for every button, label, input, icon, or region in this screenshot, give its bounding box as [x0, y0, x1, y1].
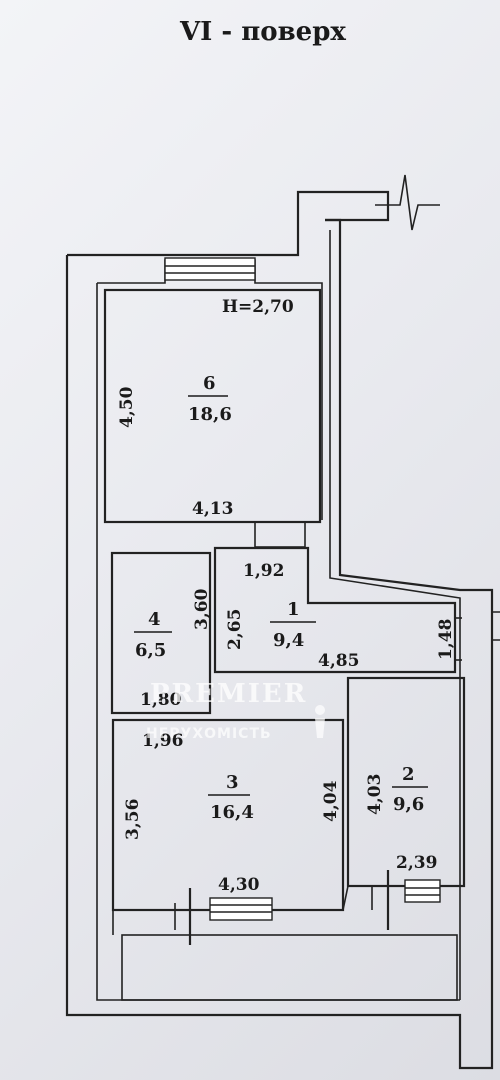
- room-3-number: 3: [226, 772, 239, 793]
- dim-room2-left: 4,03: [365, 774, 385, 815]
- dim-room3-top: 1,96: [142, 731, 183, 751]
- room-2-area: 9,6: [393, 794, 424, 815]
- room-1-number: 1: [287, 599, 300, 620]
- room-1-area: 9,4: [273, 630, 304, 651]
- ceiling-height: H=2,70: [222, 297, 294, 317]
- room-6-number: 6: [203, 373, 216, 394]
- dim-room3-height: 3,56: [123, 799, 143, 840]
- dim-room1-right: 1,48: [436, 619, 456, 660]
- dim-room4-height: 3,60: [192, 588, 212, 630]
- dim-room1-top: 1,92: [243, 561, 284, 581]
- dim-room3-width: 4,30: [218, 875, 260, 895]
- watermark: PREMIER НЕРУХОМІСТЬ: [146, 679, 325, 742]
- break-line-icon: [375, 174, 440, 231]
- watermark-logo: PREMIER: [150, 679, 307, 709]
- room-6: [103, 288, 322, 524]
- balcony: [112, 870, 458, 1001]
- dim-room6-height: 4,50: [117, 386, 137, 428]
- room-6-area: 18,6: [188, 404, 232, 425]
- room-4: [110, 551, 212, 715]
- person-icon: [315, 705, 325, 738]
- room-4-area: 6,5: [135, 640, 166, 661]
- dim-room4-width: 1,80: [140, 690, 182, 710]
- room-2-number: 2: [402, 764, 415, 785]
- room-4-number: 4: [148, 609, 161, 630]
- dim-room1-left: 2,65: [225, 609, 245, 650]
- dim-room3-right: 4,04: [321, 780, 341, 822]
- room-1: [213, 546, 457, 674]
- floor-title: VI - поверх: [179, 17, 346, 47]
- room-3-area: 16,4: [210, 802, 254, 823]
- watermark-subtitle: НЕРУХОМІСТЬ: [146, 726, 272, 742]
- dim-room6-width: 4,13: [192, 499, 233, 519]
- dim-room2-width: 2,39: [396, 853, 437, 873]
- window-top: [164, 257, 256, 281]
- dim-room1-width: 4,85: [318, 651, 359, 671]
